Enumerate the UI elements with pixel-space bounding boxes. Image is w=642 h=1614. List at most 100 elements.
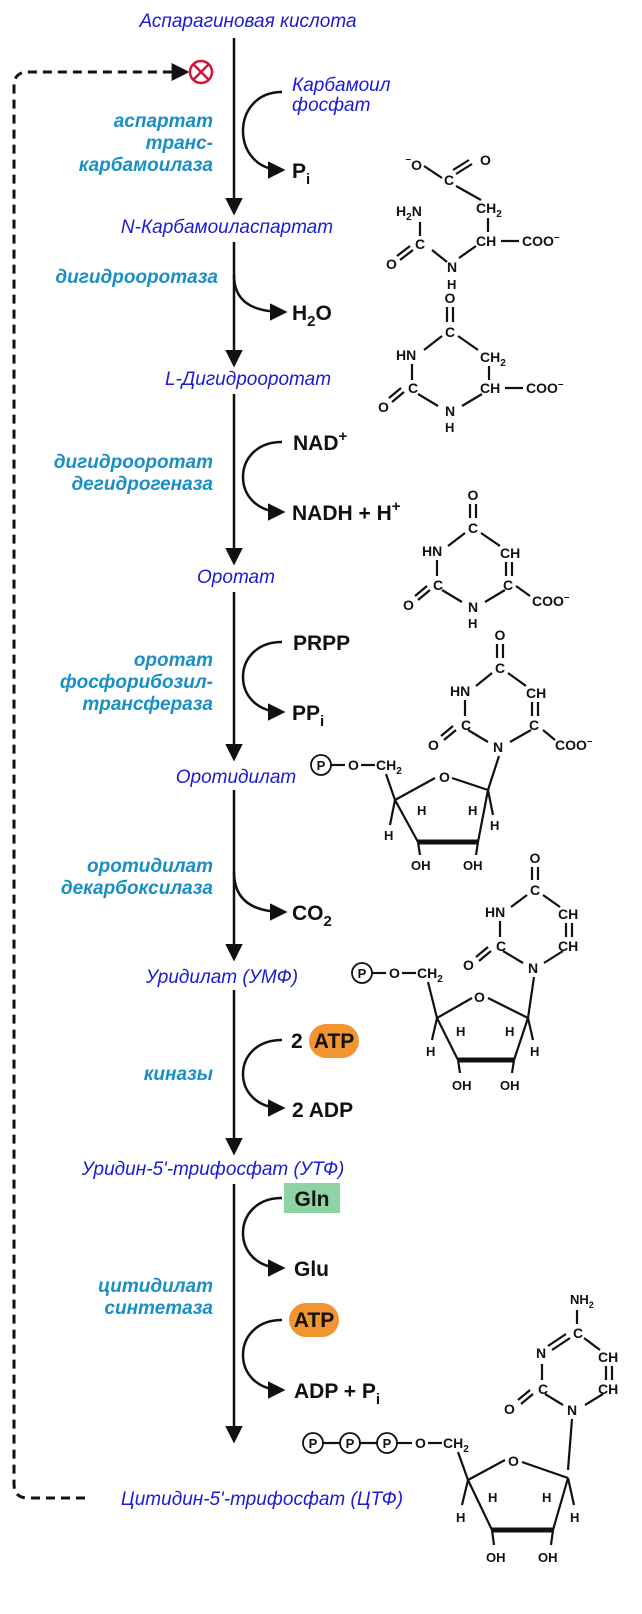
input-prpp: PRPP: [293, 632, 350, 655]
curve-carbamoyl: [241, 90, 286, 179]
svg-text:N: N: [447, 259, 457, 275]
svg-text:O: O: [474, 989, 485, 1005]
svg-text:HN: HN: [485, 904, 505, 920]
svg-text:N: N: [536, 1345, 546, 1361]
metabolite-utp: Уридин-5'-трифосфат (УТФ): [81, 1159, 345, 1180]
output-ppi: PPi: [292, 702, 324, 730]
svg-text:O: O: [386, 256, 397, 272]
svg-text:O: O: [508, 1453, 519, 1469]
output-h2o: H2O: [292, 302, 332, 330]
enzyme-7-line-2: синтетаза: [104, 1298, 213, 1319]
svg-text:N: N: [567, 1402, 577, 1418]
metabolite-orotate: Оротат: [197, 567, 275, 588]
svg-text:CH: CH: [598, 1381, 618, 1397]
inhibition-icon: [188, 59, 214, 85]
svg-text:CH2: CH2: [476, 200, 502, 220]
svg-text:H: H: [445, 420, 454, 435]
svg-text:C: C: [408, 380, 418, 396]
output-glu: Glu: [294, 1258, 329, 1281]
svg-text:OH: OH: [486, 1550, 506, 1565]
input-atp-count: 2: [291, 1030, 303, 1053]
svg-text:C: C: [433, 577, 443, 593]
svg-text:H: H: [530, 1044, 539, 1059]
svg-text:COO–: COO–: [555, 736, 593, 753]
curve-atp-synthetase: [241, 1318, 286, 1399]
output-pi: Pi: [292, 160, 310, 188]
side-outputs: Pi H2O NADH + H+ PPi CO2 2 ADP Glu ADP +…: [292, 160, 401, 1408]
svg-text:O: O: [495, 627, 506, 643]
svg-text:CH2: CH2: [443, 1435, 469, 1455]
svg-text:CH: CH: [558, 906, 578, 922]
metabolite-ctp: Цитидин-5'-трифосфат (ЦТФ): [121, 1489, 403, 1510]
svg-text:C: C: [496, 938, 506, 954]
enzyme-1-line-3: карбамоилаза: [79, 155, 214, 176]
svg-text:C: C: [573, 1325, 583, 1341]
svg-text:CH2: CH2: [480, 349, 506, 369]
svg-text:C: C: [444, 172, 454, 188]
metabolite-aspartate: Аспарагиновая кислота: [138, 11, 356, 32]
svg-text:P: P: [346, 1436, 355, 1451]
atp-badge-synthetase: ATP: [289, 1303, 339, 1337]
enzyme-4-line-3: трансфераза: [82, 694, 213, 715]
svg-text:COO–: COO–: [532, 592, 570, 609]
atp-badge-synthetase-label: ATP: [294, 1309, 334, 1332]
enzyme-4-line-2: фосфорибозил-: [60, 672, 213, 693]
svg-text:C: C: [530, 882, 540, 898]
svg-text:P: P: [317, 758, 326, 773]
input-nad: NAD+: [293, 428, 348, 455]
metabolite-orotidylate: Оротидилат: [176, 767, 297, 788]
svg-text:–O: –O: [406, 154, 423, 173]
curve-gln: [241, 1196, 286, 1277]
svg-text:OH: OH: [463, 858, 483, 873]
structure-orotate: O C HN CH C C COO– N H O: [403, 487, 570, 631]
svg-text:H: H: [570, 1510, 579, 1525]
structure-dihydroorotate: O C HN CH2 C CH COO– N H O: [378, 290, 564, 435]
svg-text:O: O: [463, 957, 474, 973]
curve-co2: [232, 871, 288, 921]
svg-text:N: N: [468, 599, 478, 615]
feedback-dashed-line: [12, 63, 190, 1500]
svg-text:P: P: [309, 1436, 318, 1451]
output-co2: CO2: [292, 902, 332, 930]
output-adp-pi: ADP + Pi: [294, 1380, 380, 1408]
svg-text:C: C: [503, 577, 513, 593]
svg-text:HN: HN: [450, 683, 470, 699]
svg-text:CH2: CH2: [376, 757, 402, 777]
svg-text:H: H: [505, 1024, 514, 1039]
svg-text:CH: CH: [480, 380, 500, 396]
enzyme-labels: аспартат транс- карбамоилаза дигидроорот…: [54, 111, 219, 1319]
svg-text:O: O: [403, 597, 414, 613]
structure-orotidylate: O C HN CH C C COO– N O P O CH2 O H: [310, 627, 593, 873]
gln-badge-label: Gln: [295, 1188, 330, 1211]
svg-text:H: H: [488, 1490, 497, 1505]
feedback-inhibition: [12, 59, 214, 1500]
enzyme-2-line-1: дигидрооротаза: [55, 267, 218, 288]
curve-prpp: [241, 640, 286, 721]
svg-text:H: H: [542, 1490, 551, 1505]
svg-text:H: H: [468, 803, 477, 818]
side-reaction-arrows: [232, 90, 288, 1399]
svg-text:H: H: [417, 803, 426, 818]
metabolite-labels: Аспарагиновая кислота N-Карбамоиласпарта…: [81, 11, 403, 1510]
output-nadh: NADH + H+: [292, 498, 401, 525]
svg-text:H: H: [426, 1044, 435, 1059]
svg-text:N: N: [445, 403, 455, 419]
enzyme-1-line-1: аспартат: [114, 111, 213, 132]
svg-text:O: O: [530, 850, 541, 866]
enzyme-5-line-2: декарбоксилаза: [61, 878, 214, 899]
svg-text:C: C: [415, 236, 425, 252]
enzyme-1-line-2: транс-: [146, 133, 213, 154]
svg-text:O: O: [504, 1401, 515, 1417]
enzyme-7-line-1: цитидилат: [98, 1276, 213, 1297]
svg-text:CH: CH: [558, 938, 578, 954]
enzyme-3-line-1: дигидрооротат: [54, 452, 213, 473]
svg-text:HN: HN: [396, 347, 416, 363]
svg-text:COO–: COO–: [522, 232, 560, 249]
svg-text:N: N: [528, 960, 538, 976]
svg-text:OH: OH: [500, 1078, 520, 1093]
svg-text:C: C: [529, 717, 539, 733]
gln-badge: Gln: [284, 1183, 340, 1213]
enzyme-6-line-1: киназы: [144, 1064, 213, 1085]
svg-text:C: C: [445, 324, 455, 340]
enzyme-4-line-1: оротат: [134, 650, 213, 671]
